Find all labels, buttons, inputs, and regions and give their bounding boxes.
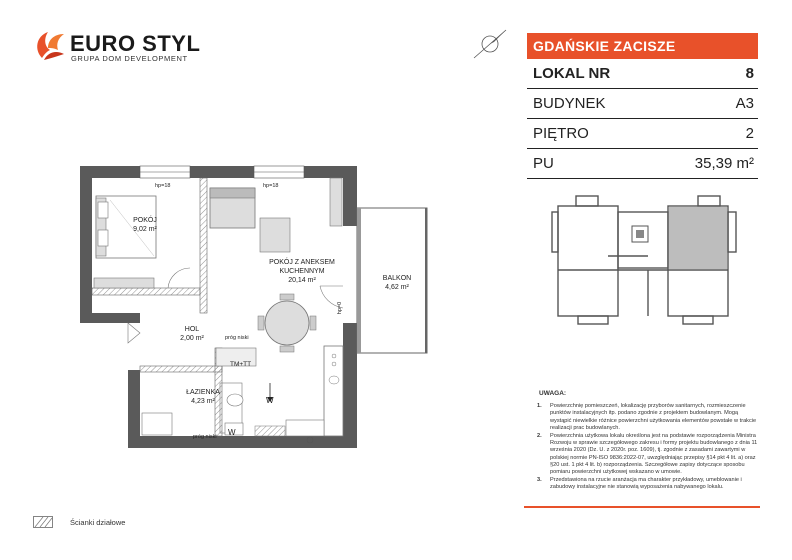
investment-name: GDAŃSKIE ZACISZE xyxy=(527,33,758,59)
info-label: PU xyxy=(533,155,554,172)
accent-divider xyxy=(524,506,760,508)
room-label-hol: HOL 2,00 m² xyxy=(172,325,212,343)
note-number: 2. xyxy=(537,433,542,440)
room-area: 20,14 m² xyxy=(288,277,316,284)
room-label-living: POKÓJ Z ANEKSEM KUCHENNYM 20,14 m² xyxy=(262,258,342,285)
room-name: ŁAZIENKA xyxy=(186,389,220,396)
window-sill-height-left: hp=18 xyxy=(155,183,171,189)
room-area: 4,23 m² xyxy=(191,398,215,405)
threshold-label: próg niski xyxy=(225,335,249,341)
apartment-floor-plan xyxy=(80,165,428,448)
ventilation-mark: W xyxy=(266,396,274,405)
floor-key-plan xyxy=(551,195,737,325)
room-name: POKÓJ xyxy=(133,217,157,224)
room-name: POKÓJ Z ANEKSEM KUCHENNYM xyxy=(269,259,335,275)
room-label-lazienka: ŁAZIENKA 4,23 m² xyxy=(178,388,228,406)
info-label: BUDYNEK xyxy=(533,95,606,112)
window-sill-height-right: hp=18 xyxy=(263,183,279,189)
notes-title: UWAGA: xyxy=(539,390,567,397)
ventilation-mark: W xyxy=(228,428,236,437)
note-item: 2. Powierzchnia użytkowa lokalu określon… xyxy=(535,433,760,476)
info-value: 35,39 m² xyxy=(694,155,754,172)
note-text: Powierzchnię pomieszczeń, lokalizację pr… xyxy=(550,403,757,431)
room-area: 9,02 m² xyxy=(133,226,157,233)
logo-brand-text: EURO STYL xyxy=(70,31,201,56)
note-item: 1. Powierzchnię pomieszczeń, lokalizację… xyxy=(535,403,760,432)
threshold-label: próg niski xyxy=(193,434,217,440)
room-area: 2,00 m² xyxy=(180,335,204,342)
legend-label: Ścianki działowe xyxy=(70,518,126,527)
note-number: 1. xyxy=(537,403,542,410)
info-value: 8 xyxy=(745,65,754,82)
info-row-building: BUDYNEK A3 xyxy=(527,89,758,119)
note-text: Powierzchnia użytkowa lokalu określona j… xyxy=(550,433,758,476)
note-item: 3. Przedstawiona na rzucie aranżacja ma … xyxy=(535,477,760,491)
washer-dryer-label: TM+TT xyxy=(230,361,252,368)
room-name: HOL xyxy=(184,326,200,333)
info-label: PIĘTRO xyxy=(533,125,589,142)
euro-styl-logo-icon xyxy=(37,32,64,60)
door-threshold-height: hp=0 xyxy=(337,301,344,315)
info-row-floor: PIĘTRO 2 xyxy=(527,119,758,149)
partition-wall-hatch-icon xyxy=(33,516,53,528)
room-label-balkon: BALKON 4,62 m² xyxy=(372,274,422,292)
room-area: 4,62 m² xyxy=(385,284,409,291)
note-text: Przedstawiona na rzucie aranżacja ma cha… xyxy=(550,477,742,491)
info-value: A3 xyxy=(735,95,754,112)
company-logo: EURO STYL GRUPA DOM DEVELOPMENT xyxy=(34,28,214,68)
logo-subtitle: GRUPA DOM DEVELOPMENT xyxy=(71,54,188,63)
note-number: 3. xyxy=(537,477,542,484)
info-value: 2 xyxy=(745,125,754,142)
info-row-unit: LOKAL NR 8 xyxy=(527,59,758,89)
info-row-area: PU 35,39 m² xyxy=(527,149,758,179)
compass-icon xyxy=(473,29,507,59)
info-label: LOKAL NR xyxy=(533,65,611,82)
room-name: BALKON xyxy=(382,275,412,282)
room-label-pokoj: POKÓJ 9,02 m² xyxy=(120,216,170,234)
highlighted-unit xyxy=(669,207,727,269)
apartment-info-panel: GDAŃSKIE ZACISZE LOKAL NR 8 BUDYNEK A3 P… xyxy=(527,33,758,179)
notes-section: UWAGA: 1. Powierzchnię pomieszczeń, loka… xyxy=(535,390,760,493)
